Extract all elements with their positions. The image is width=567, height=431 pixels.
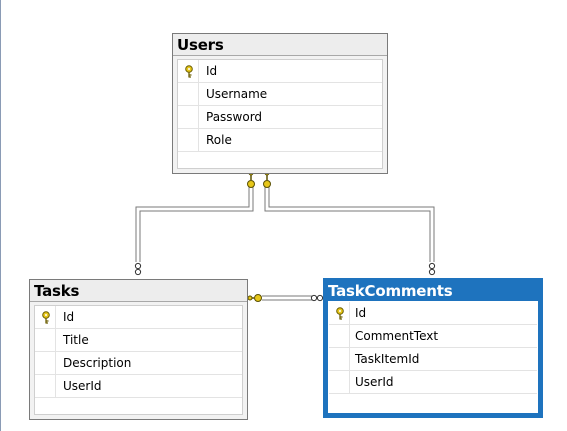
column-name: Id — [63, 310, 75, 324]
primary-key-icon — [336, 307, 344, 320]
column-row[interactable]: Role — [178, 129, 382, 152]
key-end-icon — [247, 294, 262, 302]
column-name: UserId — [355, 375, 394, 389]
primary-key-icon — [42, 311, 50, 324]
table-title: Tasks — [34, 282, 80, 300]
row-gutter — [329, 371, 350, 393]
table-tasks[interactable]: Tasks Id Title Description UserId — [29, 279, 248, 420]
table-title: Users — [177, 36, 224, 54]
row-gutter — [178, 129, 199, 151]
row-gutter — [178, 83, 199, 105]
column-list: Id Title Description UserId — [34, 305, 243, 415]
column-list: Id Username Password Role — [177, 59, 383, 169]
row-gutter — [35, 306, 56, 328]
column-name: CommentText — [355, 329, 439, 343]
column-name: Role — [206, 133, 232, 147]
row-gutter — [329, 325, 350, 347]
column-row[interactable]: Id — [35, 306, 242, 329]
infinity-end-icon — [428, 262, 436, 276]
table-header[interactable]: Tasks — [30, 280, 247, 302]
column-row[interactable]: Username — [178, 83, 382, 106]
canvas-edge — [0, 0, 1, 431]
row-gutter — [35, 375, 56, 397]
column-name: Username — [206, 87, 268, 101]
column-name: Id — [206, 64, 218, 78]
column-row[interactable]: CommentText — [329, 325, 537, 348]
column-row[interactable]: UserId — [329, 371, 537, 394]
table-title: TaskComments — [328, 282, 453, 300]
column-row[interactable]: Password — [178, 106, 382, 129]
column-row[interactable]: Description — [35, 352, 242, 375]
row-gutter — [178, 106, 199, 128]
column-name: Password — [206, 110, 263, 124]
table-taskcomments[interactable]: TaskComments Id CommentText TaskItemId U… — [323, 278, 543, 418]
column-row[interactable]: UserId — [35, 375, 242, 398]
column-list: Id CommentText TaskItemId UserId — [328, 301, 538, 413]
infinity-end-icon — [310, 294, 324, 302]
column-name: Id — [355, 306, 367, 320]
row-gutter — [178, 60, 199, 82]
row-gutter — [35, 329, 56, 351]
column-row[interactable]: TaskItemId — [329, 348, 537, 371]
row-gutter — [329, 302, 350, 324]
infinity-end-icon — [134, 262, 142, 276]
relationship-users-tasks[interactable] — [135, 186, 254, 262]
column-name: UserId — [63, 379, 102, 393]
column-row[interactable]: Title — [35, 329, 242, 352]
column-row[interactable]: Id — [329, 302, 537, 325]
row-gutter — [329, 348, 350, 370]
primary-key-icon — [185, 65, 193, 78]
table-header[interactable]: TaskComments — [326, 281, 540, 301]
column-name: Description — [63, 356, 132, 370]
column-name: Title — [63, 333, 89, 347]
row-gutter — [35, 352, 56, 374]
relationship-tasks-taskcomments[interactable] — [262, 295, 312, 301]
column-row[interactable]: Id — [178, 60, 382, 83]
column-name: TaskItemId — [355, 352, 420, 366]
table-header[interactable]: Users — [173, 34, 387, 56]
table-users[interactable]: Users Id Username Password Role — [172, 33, 388, 174]
relationship-users-taskcomments[interactable] — [264, 186, 435, 262]
